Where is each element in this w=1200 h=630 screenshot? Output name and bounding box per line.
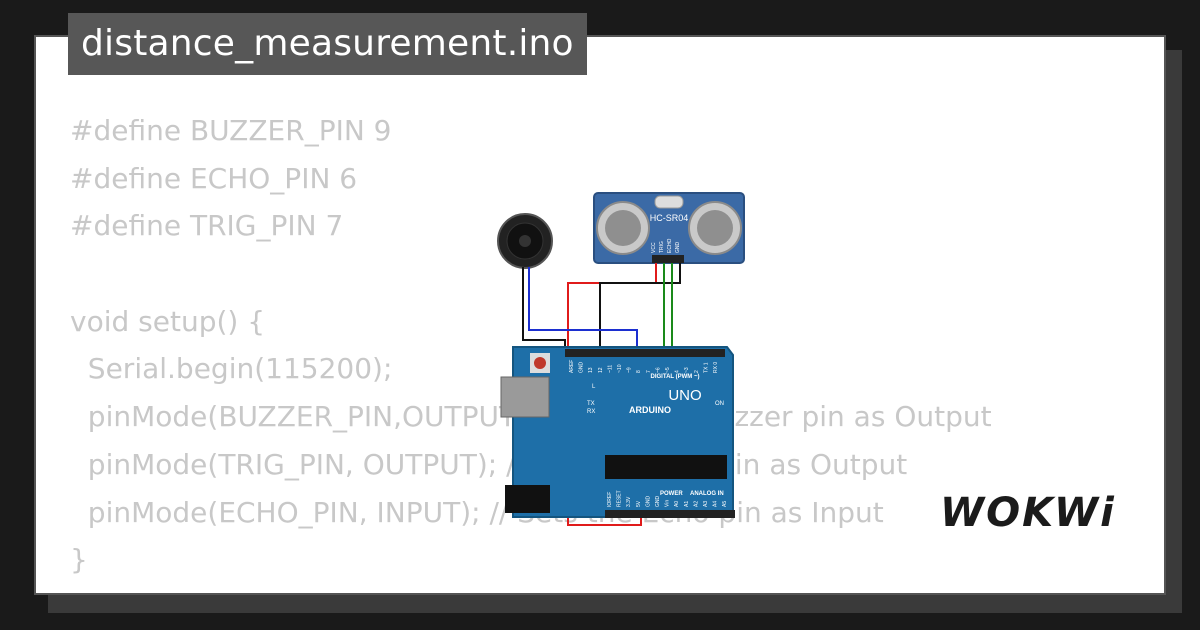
code-line: void setup() { [70, 304, 266, 338]
pin-label: 12 [598, 367, 604, 373]
pin-label: 5V [636, 500, 642, 507]
file-title: distance_measurement.ino [68, 13, 587, 75]
pin-label: RESET [617, 490, 623, 507]
sensor-pin-gnd: GND [675, 242, 681, 254]
brand-label: ARDUINO [629, 405, 671, 415]
pin-label: ~11 [607, 365, 613, 373]
pin-label: 2 [694, 370, 700, 373]
circuit-diagram[interactable]: HC-SR04 VCC TRIG ECHO GND DIGITAL (PWM ~… [465, 155, 765, 535]
pin-label: GND [645, 496, 651, 508]
pin-label: TX 1 [703, 362, 709, 373]
pin-label: A4 [713, 501, 719, 507]
analog-label: ANALOG IN [690, 491, 724, 497]
pin-label: ~10 [617, 364, 623, 373]
led-label-l: L [592, 384, 596, 390]
code-line: #define BUZZER_PIN 9 [70, 114, 392, 147]
code-line: #define TRIG_PIN 7 [70, 209, 344, 243]
pin-label: ~3 [684, 367, 690, 373]
pin-label: 3.3V [626, 496, 632, 507]
power-label: POWER [660, 491, 683, 497]
digital-label: DIGITAL (PWM ~) [651, 374, 700, 380]
model-label: UNO [668, 387, 701, 404]
sensor-label: HC-SR04 [650, 213, 689, 223]
buzzer[interactable] [497, 213, 553, 269]
pin-label: RX 0 [713, 362, 719, 373]
pin-label: A5 [722, 501, 728, 507]
wokwi-logo: WOKWi [940, 490, 1116, 536]
arduino-board[interactable]: DIGITAL (PWM ~) ARDUINO UNO ON L TX RX P… [500, 346, 735, 518]
led-label-tx: TX [587, 401, 595, 407]
pin-label: 4 [675, 370, 681, 373]
led-label-rx: RX [587, 409, 595, 415]
pin-label: 7 [646, 370, 652, 373]
sensor-pin-echo: ECHO [667, 238, 673, 253]
sensor-pin-trig: TRIG [659, 241, 665, 253]
pin-label: AREF [569, 360, 575, 373]
pin-label: Vin [665, 500, 671, 507]
pin-label: GND [655, 496, 661, 508]
on-label: ON [715, 401, 724, 407]
code-line: #define ECHO_PIN 6 [70, 161, 358, 195]
pin-label: IOREF [607, 492, 613, 507]
code-line: Serial.begin(115200); [70, 352, 393, 386]
sensor-pin-vcc: VCC [651, 242, 657, 253]
pin-label: GND [579, 362, 585, 374]
pin-label: ~5 [665, 367, 671, 373]
pin-label: 8 [636, 370, 642, 373]
pin-label: 13 [588, 367, 594, 373]
pin-label: A2 [693, 501, 699, 507]
ultrasonic-sensor[interactable]: HC-SR04 VCC TRIG ECHO GND [593, 192, 745, 264]
pin-label: A0 [674, 501, 680, 507]
pin-label: A3 [703, 501, 709, 507]
pin-label: ~9 [627, 367, 633, 373]
pin-label: ~6 [655, 367, 661, 373]
pin-label: A1 [684, 501, 690, 507]
code-line: } [70, 543, 88, 577]
